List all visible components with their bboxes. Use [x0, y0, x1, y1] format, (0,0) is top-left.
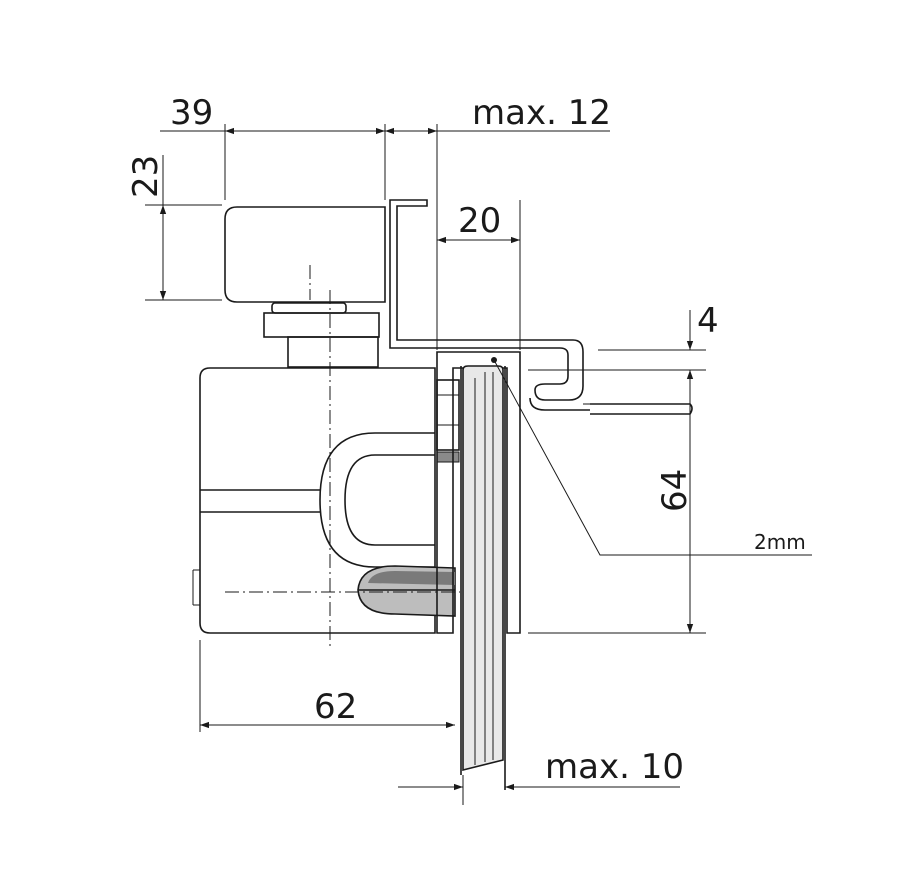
dim-64: 64 [655, 469, 695, 512]
dim-2mm: 2mm [754, 530, 806, 554]
main-clamp-body [199, 367, 436, 634]
dim-max-10: max. 10 [545, 747, 684, 787]
dimensions: 39 max. 12 23 20 4 64 2mm 62 max. 10 [126, 93, 812, 805]
bolt-washer [271, 302, 347, 314]
dim-62: 62 [314, 687, 357, 727]
set-screw [436, 379, 460, 451]
bolt-shank [287, 336, 379, 368]
dim-39: 39 [170, 93, 213, 133]
channel-u [436, 351, 521, 634]
centerlines [225, 265, 460, 650]
top-mounting-block [224, 206, 386, 303]
dim-4: 4 [697, 301, 719, 341]
dim-23: 23 [126, 155, 166, 198]
glass-assembly [436, 351, 521, 790]
dim-20: 20 [458, 201, 501, 241]
clamp-body [192, 206, 460, 634]
profile-outer [389, 199, 584, 401]
bolt-nut [263, 312, 380, 338]
dim-max-12: max. 12 [472, 93, 611, 133]
u-slot [319, 432, 435, 568]
glass-pane [462, 365, 504, 772]
